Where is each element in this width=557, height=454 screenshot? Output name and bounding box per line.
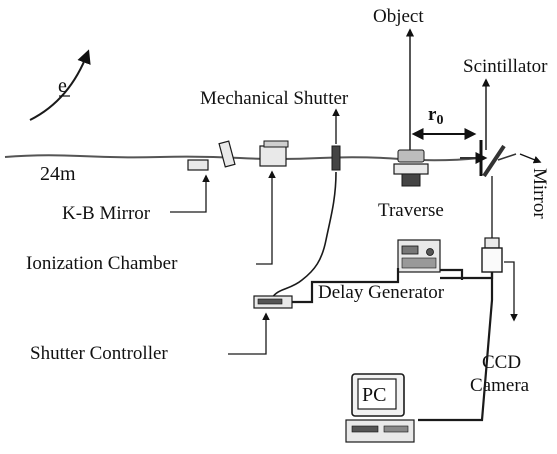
mechanical-shutter-body [331, 145, 341, 171]
r0-label: r0 [428, 104, 443, 128]
shutter-controller-label: Shutter Controller [30, 343, 168, 364]
kb-mirror-plate [218, 140, 236, 168]
pc-screen [357, 378, 397, 410]
ccd-camera-body [481, 247, 503, 273]
traverse-stage [393, 163, 429, 175]
traverse-sample [397, 149, 425, 163]
shutter-cable [271, 171, 337, 299]
wire-delay-to-camera [440, 272, 494, 280]
ionization-chamber-label: Ionization Chamber [26, 253, 178, 274]
shutter-controller-front [257, 298, 283, 305]
mirror-reflection [497, 153, 517, 161]
mirror-arrow [519, 153, 542, 164]
ionization-chamber-top [263, 140, 289, 148]
mirror-plate [482, 144, 506, 178]
kb-mirror-block [187, 159, 209, 171]
wire-controller-to-delay [292, 268, 400, 304]
ccd-label-line1: CCD [482, 352, 521, 373]
kb-mirror-label: K-B Mirror [62, 203, 151, 224]
wire-camera-to-pc [418, 272, 494, 422]
electron-label: e [58, 75, 67, 97]
pc-drive [351, 425, 379, 433]
ionization-chamber-box [259, 145, 287, 167]
pc-drive-2 [383, 425, 409, 433]
shutter-controller-leader [228, 312, 270, 355]
pc-label: PC [362, 384, 386, 406]
mirror-label: Mirror [529, 168, 550, 219]
wire-pc-to-delay [440, 268, 464, 280]
delay-generator-panel [401, 257, 437, 269]
traverse-label: Traverse [378, 200, 444, 221]
delay-generator-screen [401, 245, 419, 255]
traverse-base [401, 173, 421, 187]
distance-label: 24m [40, 163, 76, 185]
delay-generator-label: Delay Generator [318, 282, 445, 303]
mechanical-shutter-label: Mechanical Shutter [200, 88, 349, 109]
delay-generator-knob [426, 248, 434, 256]
kb-mirror-leader [170, 174, 210, 213]
ionization-chamber-leader [256, 170, 276, 265]
pc-base [345, 419, 415, 443]
ccd-label-line2: Camera [470, 375, 530, 396]
object-label: Object [373, 6, 424, 27]
electron-orbit-arrow [29, 49, 91, 121]
ccd-leader [504, 261, 518, 322]
ccd-camera-lens [484, 237, 500, 249]
scintillator-label: Scintillator [463, 56, 548, 77]
